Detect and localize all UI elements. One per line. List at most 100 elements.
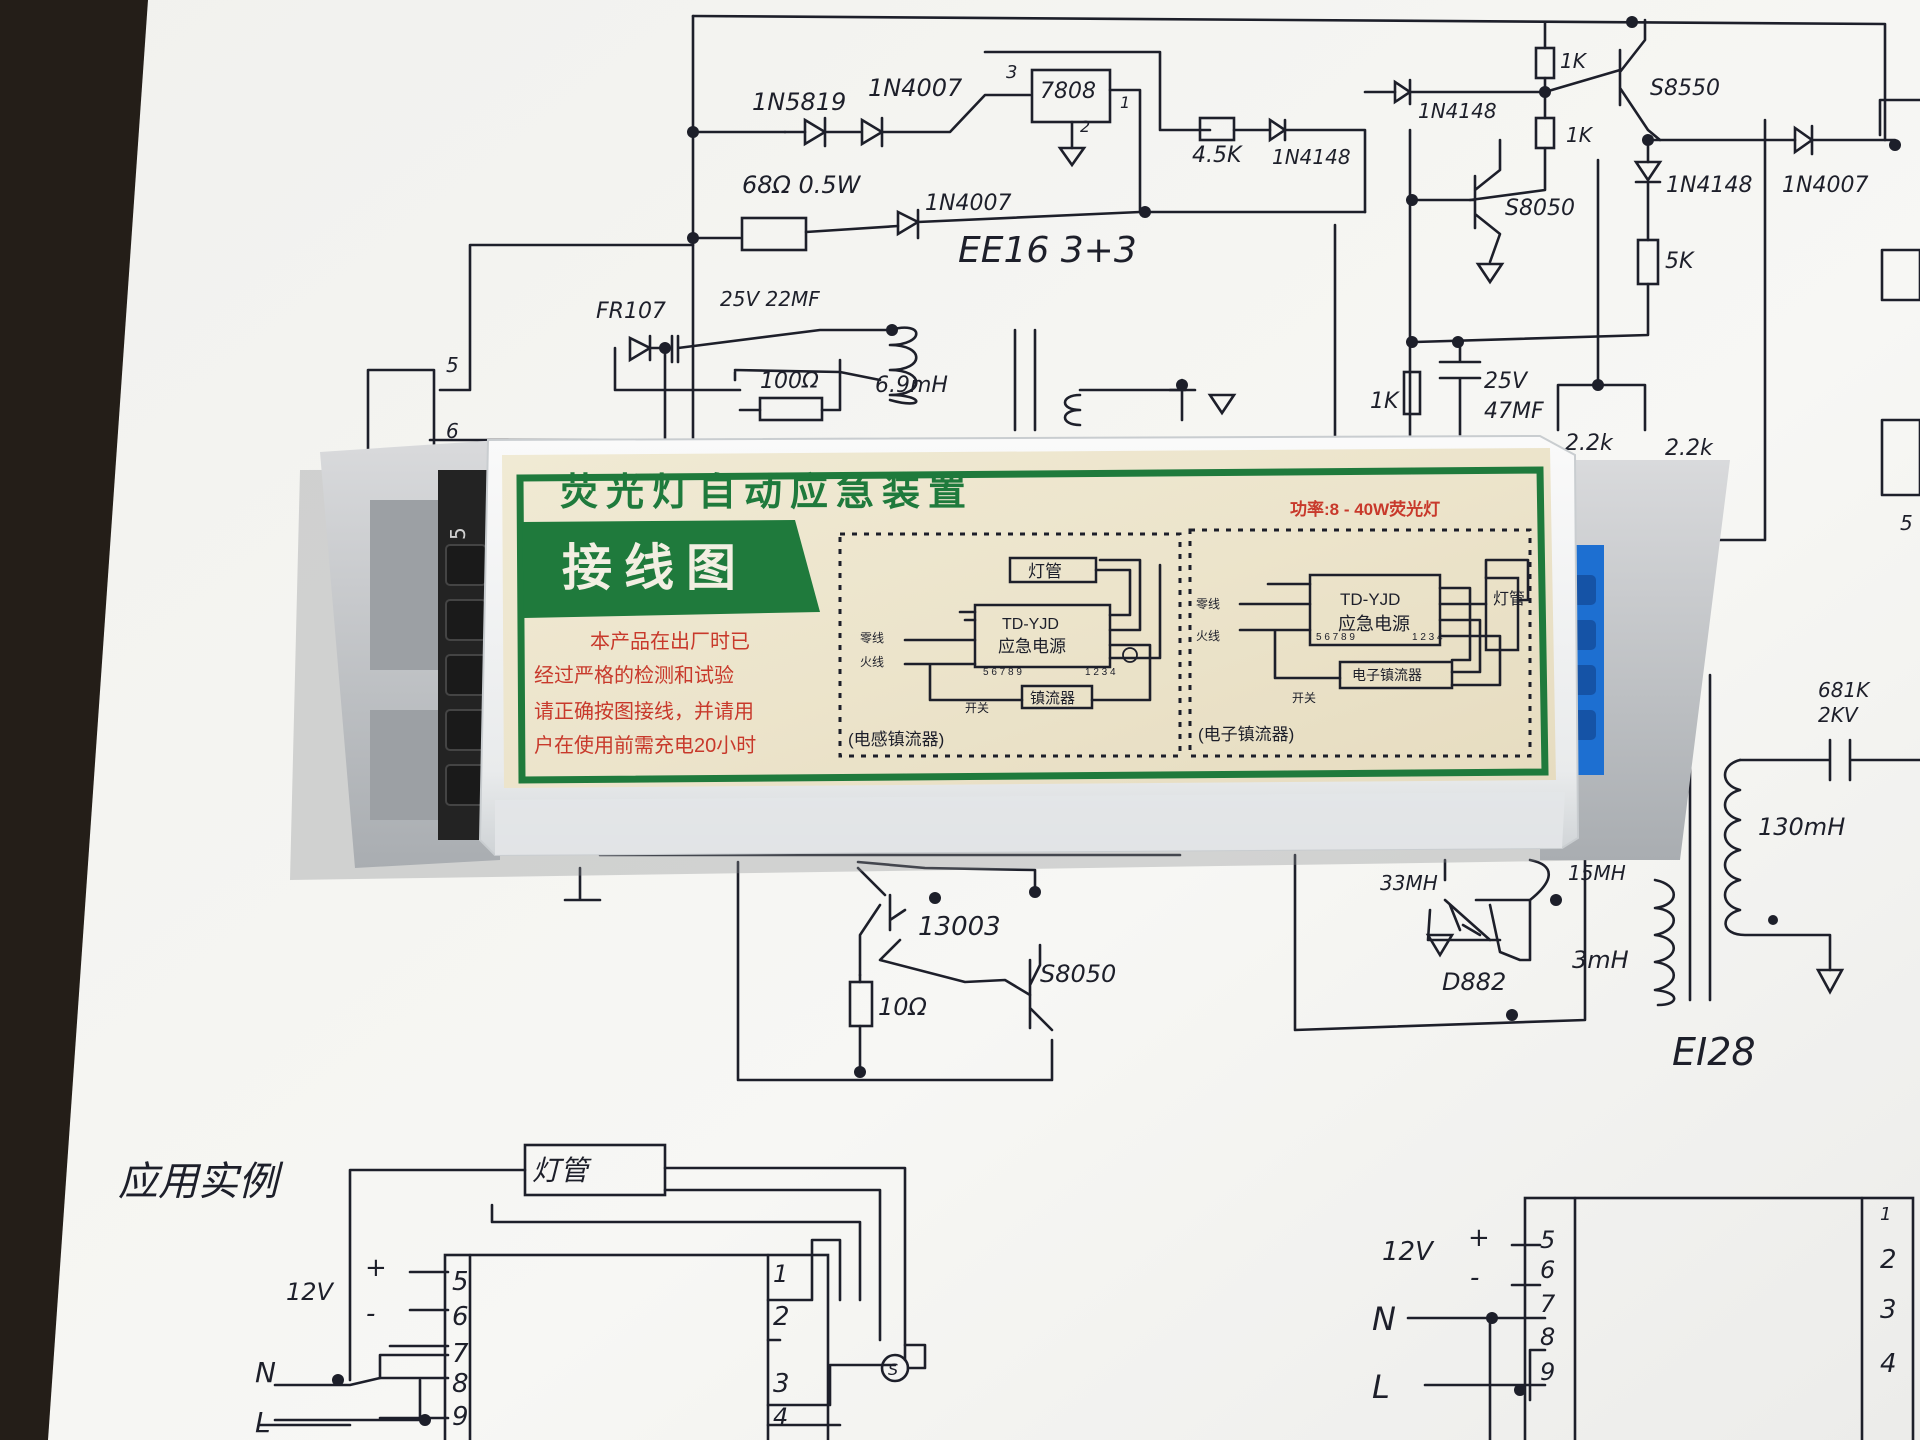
example-pin-8: 8 [452, 1369, 469, 1399]
example-right-l: L [1372, 1368, 1390, 1406]
label-6-9mh: 6.9mH [875, 373, 948, 398]
label-1n4007-c: 1N4007 [1782, 173, 1868, 198]
label-7808-pin2: 2 [1080, 117, 1090, 136]
label-15mh: 15MH [1568, 861, 1626, 885]
example-pin-4: 4 [773, 1403, 788, 1431]
inductive-zero: 零线 [860, 631, 884, 645]
example-s: S [888, 1360, 898, 1379]
example-right-pin-7: 7 [1540, 1290, 1556, 1318]
wiring-title-panel [522, 520, 820, 618]
wiring-title: 接线图 [562, 538, 748, 597]
label-1n5819: 1N5819 [752, 88, 846, 116]
example-right-pin-2: 2 [1880, 1245, 1897, 1275]
label-s8050-b: S8050 [1040, 960, 1116, 988]
label-border [516, 466, 1549, 784]
electronic-lamp: 灯管 [1493, 590, 1525, 608]
example-right-plus: + [1468, 1223, 1490, 1253]
label-title: 荧光灯自动应急装置 [560, 469, 974, 514]
example-plus: + [365, 1253, 387, 1283]
example-pin-1: 1 [773, 1260, 788, 1288]
label-47mf: 47MF [1484, 399, 1544, 424]
inductive-module-l1: TD-YJD [1002, 616, 1059, 633]
schematic-labels: 1N5819 1N4007 7808 3 2 1 68Ω 0.5W 1N4007… [118, 49, 1913, 1439]
notice-line-4: 户在使用前需充电20小时 [534, 734, 756, 757]
label-5k: 5K [1665, 249, 1695, 274]
label-10-ohm: 10Ω [878, 993, 928, 1021]
label-33mh: 33MH [1380, 871, 1438, 895]
label-d882: D882 [1442, 968, 1506, 996]
example-right-pin-4: 4 [1880, 1349, 1897, 1379]
example-n: N [255, 1356, 276, 1389]
inductive-caption: (电感镇流器) [848, 730, 944, 749]
inductive-module-l2: 应急电源 [998, 637, 1066, 656]
flange-slot-lower [370, 710, 438, 820]
label-s8550: S8550 [1650, 76, 1720, 101]
example-pin-6: 6 [452, 1302, 469, 1332]
label-7808-pin3: 3 [1006, 62, 1017, 83]
electronic-module-l1: TD-YJD [1340, 590, 1400, 609]
label-2kv: 2KV [1818, 703, 1859, 727]
label-ee16: EE16 3+3 [958, 230, 1137, 271]
electronic-caption: (电子镇流器) [1198, 725, 1294, 744]
terminal-pin-5: 5 [446, 527, 470, 540]
example-minus: - [366, 1299, 375, 1329]
inductive-switch: 开关 [965, 701, 989, 715]
label-1k-a: 1K [1560, 49, 1588, 73]
electronic-switch: 开关 [1292, 691, 1316, 705]
inductive-ballast: 镇流器 [1030, 690, 1075, 707]
case-bottom [495, 792, 1565, 855]
electronic-module-l2: 应急电源 [1338, 614, 1410, 634]
example-right-pin-3: 3 [1880, 1295, 1897, 1325]
label-100-ohm: 100Ω [760, 369, 819, 394]
label-1n4148-c: 1N4148 [1666, 173, 1752, 198]
example-l: L [255, 1406, 271, 1439]
electronic-pins-left: 5 6 7 8 9 [1316, 632, 1355, 643]
label-68-ohm: 68Ω 0.5W [742, 171, 862, 199]
example-right-minus: - [1470, 1263, 1479, 1293]
label-7808: 7808 [1040, 79, 1096, 104]
emergency-module: 5 荧光灯自动应急装置 功率:8 - 40W荧光灯 接线图 本产品在出厂时已 经… [290, 434, 1730, 880]
label-power: 功率:8 - 40W荧光灯 [1290, 499, 1440, 519]
example-12v: 12V [286, 1278, 335, 1306]
label-3mh: 3mH [1572, 946, 1629, 974]
diagram-inductive-frame [838, 532, 1182, 758]
notice-line-1: 本产品在出厂时已 [590, 630, 750, 653]
label-1n4007-b: 1N4007 [925, 191, 1011, 216]
example-pin-9: 9 [452, 1402, 469, 1432]
inductive-pins-left: 5 6 7 8 9 [983, 667, 1022, 678]
label-1n4148-b: 1N4148 [1418, 99, 1497, 123]
label-2k2-a: 2.2k [1565, 431, 1614, 456]
inductive-lamp: 灯管 [1028, 562, 1062, 581]
example-pin-3: 3 [773, 1369, 790, 1399]
inductive-pins-right: 1 2 3 4 [1085, 667, 1116, 678]
example-right-n: N [1372, 1300, 1396, 1338]
label-s8050-a: S8050 [1505, 196, 1575, 221]
example-pin-7: 7 [452, 1339, 469, 1369]
label-ei28: EI28 [1672, 1030, 1756, 1074]
example-title: 应用实例 [118, 1159, 284, 1205]
notice-line-2: 经过严格的检测和试验 [534, 664, 734, 687]
inductive-fire: 火线 [860, 655, 884, 669]
diagram-electronic-frame [1188, 528, 1532, 758]
notice-line-3: 请正确按图接线，并请用 [534, 700, 754, 723]
label-681k: 681K [1818, 678, 1871, 702]
label-pin6: 6 [446, 419, 459, 443]
example-right-pin-9: 9 [1540, 1358, 1555, 1386]
label-2k2-b: 2.2k [1665, 436, 1714, 461]
label-7808-pin1: 1 [1120, 93, 1130, 112]
label-25v-22mf: 25V 22MF [720, 287, 820, 311]
schematic-drawing [258, 14, 1920, 1440]
label-25v: 25V [1484, 369, 1529, 394]
example-right-pin-1: 1 [1880, 1204, 1891, 1225]
electronic-fire: 火线 [1196, 629, 1220, 643]
label-pin5: 5 [446, 353, 459, 377]
example-right-pin-5: 5 [1540, 1226, 1555, 1254]
diagram-inductive: 灯管 TD-YJD 应急电源 镇流器 开关 零线 火线 5 6 7 8 9 1 … [848, 556, 1162, 749]
example-right-pin-6: 6 [1540, 1256, 1555, 1284]
label-130mh: 130mH [1758, 813, 1845, 841]
notice-text: 本产品在出厂时已 经过严格的检测和试验 请正确按图接线，并请用 户在使用前需充电… [534, 630, 756, 757]
example-right-12v: 12V [1382, 1237, 1435, 1267]
terminal-screws-left [445, 544, 487, 806]
